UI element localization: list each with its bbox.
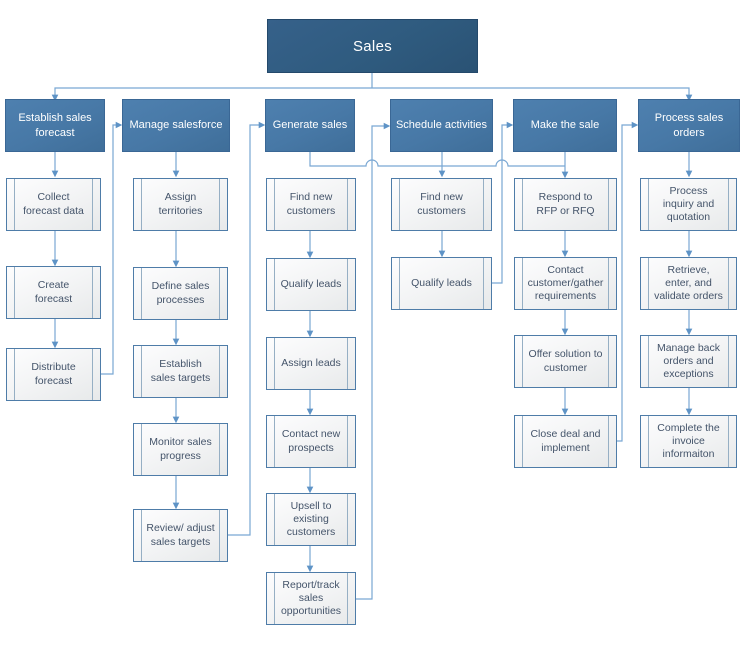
flow-header-label: Make the sale <box>530 119 600 132</box>
flow-step-4-2: Qualify leads <box>391 257 492 310</box>
flow-step-label: Contact new prospects <box>281 428 341 454</box>
flow-step-5-3: Offer solution to customer <box>514 335 617 388</box>
flow-step-label: Contact customer/gather requirements <box>527 263 604 302</box>
flow-step-3-3: Assign leads <box>266 337 356 390</box>
flow-header-2: Manage salesforce <box>122 99 230 152</box>
flow-step-1-1: Collect forecast data <box>6 178 101 231</box>
flow-step-label: Find new customers <box>417 191 466 217</box>
flow-step-label: Manage back orders and exceptions <box>656 341 721 380</box>
flow-step-2-3: Establish sales targets <box>133 345 228 398</box>
flow-step-label: Monitor sales progress <box>149 436 212 462</box>
flow-step-label: Process inquiry and quotation <box>662 184 715 223</box>
flow-header-5: Make the sale <box>513 99 617 152</box>
flow-step-label: Find new customers <box>286 191 336 217</box>
flow-step-label: Establish sales targets <box>150 358 211 384</box>
flow-step-label: Upsell to existing customers <box>286 499 336 538</box>
flow-step-2-5: Review/ adjust sales targets <box>133 509 228 562</box>
flow-header-label: Establish sales forecast <box>18 112 92 139</box>
flow-step-2-4: Monitor sales progress <box>133 423 228 476</box>
flow-step-6-4: Complete the invoice informaiton <box>640 415 737 468</box>
flow-step-label: Assign territories <box>158 191 203 217</box>
flow-step-label: Retrieve, enter, and validate orders <box>654 263 723 302</box>
flow-step-3-2: Qualify leads <box>266 258 356 311</box>
flow-header-label: Process sales orders <box>654 112 724 139</box>
flow-step-1-2: Create forecast <box>6 266 101 319</box>
flow-step-2-1: Assign territories <box>133 178 228 231</box>
flow-step-label: Distribute forecast <box>31 361 76 387</box>
flow-step-5-1: Respond to RFP or RFQ <box>514 178 617 231</box>
tree-connectors <box>51 73 693 600</box>
flow-header-1: Establish sales forecast <box>5 99 105 152</box>
flow-step-label: Create forecast <box>34 279 73 305</box>
flow-header-label: Manage salesforce <box>129 119 223 132</box>
flow-step-label: Collect forecast data <box>23 191 84 217</box>
flow-step-label: Respond to RFP or RFQ <box>536 191 595 217</box>
flow-step-label: Define sales processes <box>151 280 210 306</box>
flow-step-2-2: Define sales processes <box>133 267 228 320</box>
flow-step-label: Offer solution to customer <box>528 348 603 374</box>
flow-header-6: Process sales orders <box>638 99 740 152</box>
flow-step-label: Assign leads <box>281 356 341 369</box>
flow-step-3-5: Upsell to existing customers <box>266 493 356 546</box>
flow-step-label: Report/track sales opportunities <box>280 578 342 617</box>
flow-step-4-1: Find new customers <box>391 178 492 231</box>
flow-step-label: Qualify leads <box>280 277 342 290</box>
flow-step-5-2: Contact customer/gather requirements <box>514 257 617 310</box>
flow-step-5-4: Close deal and implement <box>514 415 617 468</box>
flow-header-4: Schedule activities <box>390 99 493 152</box>
flow-step-label: Qualify leads <box>411 276 472 289</box>
flow-root-label: Sales <box>352 37 393 55</box>
flow-header-3: Generate sales <box>265 99 355 152</box>
flow-step-label: Review/ adjust sales targets <box>146 522 215 548</box>
flow-step-6-1: Process inquiry and quotation <box>640 178 737 231</box>
flow-header-label: Schedule activities <box>395 119 488 132</box>
flow-header-label: Generate sales <box>272 119 348 132</box>
flow-step-3-4: Contact new prospects <box>266 415 356 468</box>
flow-root-sales: Sales <box>267 19 478 73</box>
flow-step-label: Close deal and implement <box>530 428 601 454</box>
flow-step-3-6: Report/track sales opportunities <box>266 572 356 625</box>
flow-step-label: Complete the invoice informaiton <box>657 421 720 460</box>
flow-step-1-3: Distribute forecast <box>6 348 101 401</box>
flow-step-6-2: Retrieve, enter, and validate orders <box>640 257 737 310</box>
flow-step-6-3: Manage back orders and exceptions <box>640 335 737 388</box>
flow-step-3-1: Find new customers <box>266 178 356 231</box>
